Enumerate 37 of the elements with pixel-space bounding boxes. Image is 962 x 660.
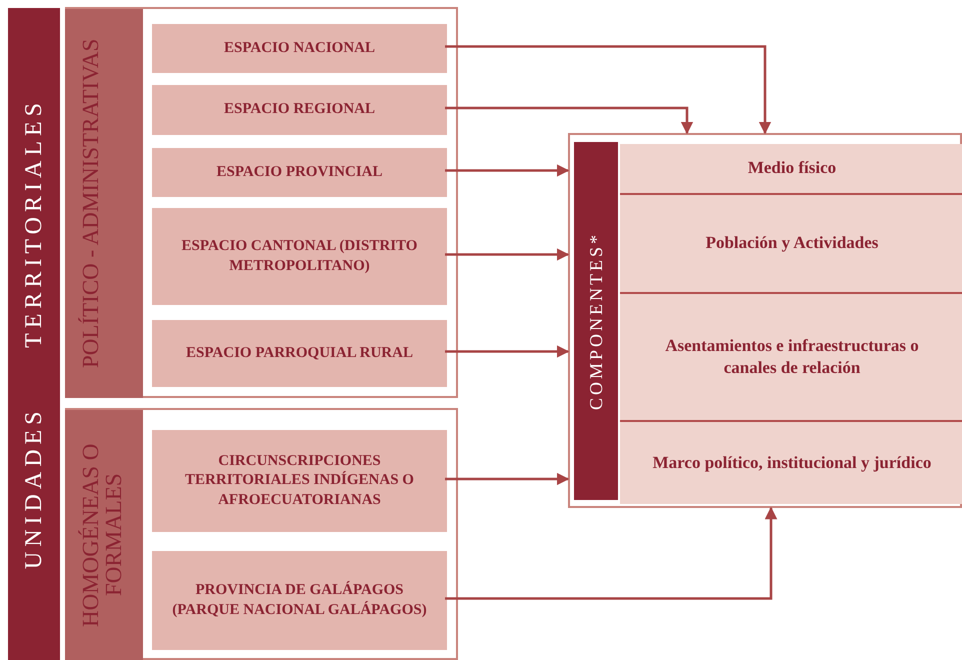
box-label: ESPACIO PROVINCIAL [216, 162, 382, 182]
box-label: PROVINCIA DE GALÁPAGOS (PARQUE NACIONAL GALÁPAGOS) [171, 581, 428, 620]
component-row [620, 294, 962, 422]
vertical-band [8, 8, 60, 660]
band-title: UNIDADES TERRITORIALES [20, 98, 48, 570]
group-title: COMPONENTES* [587, 232, 605, 410]
box-label: Asentamientos e infraestructuras o canales de relación [664, 334, 920, 379]
unit-box [152, 24, 447, 73]
box-label: ESPACIO NACIONAL [224, 38, 375, 58]
group-frame [65, 408, 458, 660]
box-label: Medio físico [748, 157, 836, 180]
unit-box [152, 551, 447, 650]
group-frame [65, 7, 458, 398]
arrow [445, 164, 570, 177]
unit-box [152, 430, 447, 532]
box-label: ESPACIO CANTONAL (DISTRITO METROPOLITANO) [180, 237, 418, 276]
group-title: POLÍTICO - ADMINISTRATIVAS [79, 38, 104, 370]
unit-box [152, 320, 447, 387]
arrow [445, 506, 778, 600]
group-title: HOMOGÉNEAS O FORMALES [79, 442, 127, 629]
component-row [620, 422, 962, 504]
unit-box [152, 85, 447, 135]
box-label: ESPACIO PARROQUIAL RURAL [186, 344, 413, 363]
unit-box [152, 208, 447, 305]
arrow [445, 248, 570, 261]
unit-box [152, 148, 447, 197]
arrow [445, 345, 570, 358]
arrow [445, 106, 694, 134]
box-label: CIRCUNSCRIPCIONES TERRITORIALES INDÍGENAS O AFROECUATORIANAS [184, 452, 415, 510]
box-label: Población y Actividades [706, 232, 878, 254]
arrow [445, 45, 772, 134]
components-frame [568, 133, 962, 508]
component-row [620, 144, 962, 195]
arrow [445, 472, 570, 486]
component-row [620, 195, 962, 294]
box-label: ESPACIO REGIONAL [224, 100, 375, 120]
box-label: Marco político, institucional y jurídico [652, 452, 932, 474]
